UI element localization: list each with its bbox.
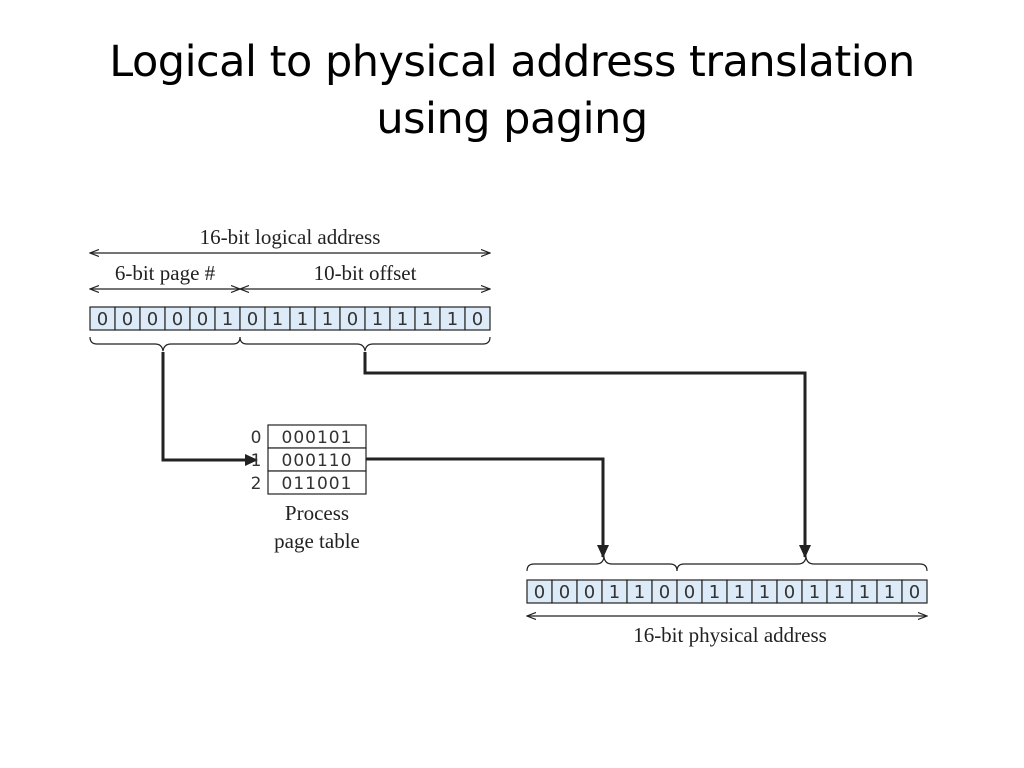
bit-value: 1 <box>809 582 820 603</box>
bit-value: 1 <box>759 582 770 603</box>
bit-value: 1 <box>372 309 383 330</box>
page-table-index: 2 <box>251 474 262 494</box>
bit-cell <box>901 579 928 604</box>
bit-value: 0 <box>684 582 695 603</box>
page-table-entry-box <box>267 470 367 495</box>
bit-value: 0 <box>147 309 158 330</box>
physical-offset-brace <box>676 556 928 572</box>
offset-label: 10-bit offset <box>314 261 417 285</box>
bit-value: 1 <box>422 309 433 330</box>
bit-value: 0 <box>534 582 545 603</box>
bit-value: 1 <box>297 309 308 330</box>
page-table-caption-line-2: page table <box>274 529 360 553</box>
page-table-entry: 000101 <box>282 428 353 448</box>
bit-value: 0 <box>122 309 133 330</box>
bit-value: 0 <box>97 309 108 330</box>
page-table-index: 1 <box>251 451 262 471</box>
page-table-caption-line-1: Process <box>285 501 349 525</box>
bit-value: 0 <box>784 582 795 603</box>
page-lookup-arrow <box>161 352 258 466</box>
slide-title: Logical to physical address translation … <box>0 34 1024 148</box>
bit-value: 1 <box>634 582 645 603</box>
offset-copy-arrow <box>363 352 811 558</box>
frame-number-brace <box>526 556 678 572</box>
page-table: 0 1 2 000101 000110 011001 Process page … <box>251 424 367 553</box>
bit-value: 1 <box>272 309 283 330</box>
bit-value: 1 <box>834 582 845 603</box>
bit-value: 0 <box>247 309 258 330</box>
bit-value: 1 <box>734 582 745 603</box>
page-number-brace <box>89 336 241 352</box>
bit-value: 0 <box>659 582 670 603</box>
logical-address-label: 16-bit logical address <box>200 225 381 249</box>
bit-value: 0 <box>197 309 208 330</box>
bit-value: 1 <box>609 582 620 603</box>
bit-value: 1 <box>709 582 720 603</box>
physical-address-label: 16-bit physical address <box>633 623 827 647</box>
bit-value: 0 <box>347 309 358 330</box>
bit-value: 1 <box>397 309 408 330</box>
offset-brace <box>239 336 491 352</box>
page-table-index: 0 <box>251 428 262 448</box>
page-number-label: 6-bit page # <box>115 261 216 285</box>
bit-value: 1 <box>322 309 333 330</box>
title-line-1: Logical to physical address translation <box>109 37 915 87</box>
bit-value: 1 <box>447 309 458 330</box>
bit-value: 0 <box>172 309 183 330</box>
bit-value: 0 <box>584 582 595 603</box>
page-table-entry: 000110 <box>282 451 353 471</box>
frame-number-arrow <box>366 457 609 558</box>
bit-value: 1 <box>884 582 895 603</box>
bit-value: 0 <box>559 582 570 603</box>
bit-value: 1 <box>859 582 870 603</box>
bit-value: 0 <box>909 582 920 603</box>
title-line-2: using paging <box>376 94 648 144</box>
bit-value: 0 <box>472 309 483 330</box>
page-table-entry: 011001 <box>282 474 353 494</box>
bit-value: 1 <box>222 309 233 330</box>
bit-cell <box>464 306 491 331</box>
